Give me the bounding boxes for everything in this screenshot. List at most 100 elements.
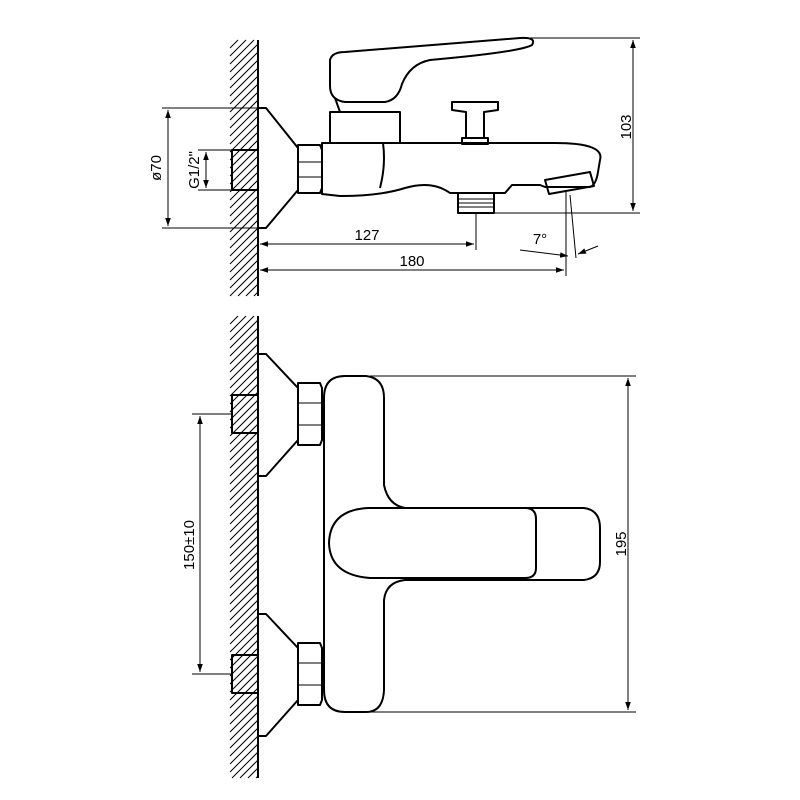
hatch-line	[229, 319, 259, 349]
hatch-line	[229, 695, 259, 725]
hatch-line	[229, 115, 259, 145]
dim-angle-label: 7°	[533, 231, 547, 248]
hatch-line	[229, 107, 259, 137]
hatch-line	[229, 591, 259, 621]
hatch-line	[229, 375, 259, 405]
hatch-line	[229, 439, 259, 469]
hatch-line	[229, 703, 259, 733]
hatch-line	[229, 51, 259, 81]
lever-handle-side	[329, 36, 535, 103]
front-view: 150±10 195	[181, 315, 636, 779]
hatch-line	[229, 195, 259, 225]
hatch-line	[229, 187, 259, 217]
hatch-line	[229, 259, 259, 289]
dim-spout-offset-label: 127	[354, 227, 379, 244]
hatch-line	[229, 663, 259, 693]
hatch-line	[229, 343, 259, 373]
hatch-line	[229, 211, 259, 241]
hatch-line	[229, 91, 259, 121]
hex-nut-top	[297, 144, 323, 194]
hatch-line	[229, 479, 259, 509]
hatch-line	[229, 227, 259, 257]
hatch-line	[229, 383, 259, 413]
hatch-line	[229, 243, 259, 273]
hatch-line	[229, 83, 259, 113]
hatch-line	[245, 283, 259, 297]
hatch-line	[229, 543, 259, 573]
hatch-line	[229, 671, 259, 701]
hatch-line	[229, 39, 255, 65]
hatch-line	[229, 583, 259, 613]
hatch-line	[229, 315, 255, 341]
hatch-line	[229, 519, 259, 549]
hatch-line	[229, 727, 259, 757]
hatch-line	[229, 171, 259, 201]
hatch-line	[229, 607, 259, 637]
hatch-line	[229, 463, 259, 493]
hatch-line	[229, 615, 259, 645]
hatch-line	[229, 315, 247, 333]
hatch-line	[247, 767, 259, 779]
dim-height-label: 103	[618, 114, 635, 139]
hatch-line	[229, 59, 259, 89]
hatch-line	[229, 99, 259, 129]
hatch-line	[229, 511, 259, 541]
hatch-line	[229, 203, 259, 233]
hatch-line	[229, 527, 259, 557]
escutcheon-upper	[258, 353, 299, 477]
hatch-line	[229, 67, 259, 97]
hatch-line	[229, 655, 259, 685]
hatch-line	[229, 335, 259, 365]
hatch-line	[229, 39, 239, 49]
hatch-line	[231, 751, 259, 779]
dim-total-length-label: 180	[399, 253, 424, 270]
diverter-knob	[451, 101, 499, 139]
hatch-line	[229, 391, 259, 421]
hatch-line	[229, 567, 259, 597]
dim-thread-label: G1/2"	[186, 151, 203, 189]
hatch-line	[229, 559, 259, 589]
cartridge	[329, 111, 401, 144]
hatch-line	[229, 123, 259, 153]
hatch-line	[229, 39, 247, 57]
mixer-body-front	[323, 375, 601, 713]
hatch-line	[229, 139, 259, 169]
lever-handle-front	[328, 507, 537, 579]
hex-nut-lower	[297, 642, 323, 706]
hatch-line	[229, 147, 259, 177]
hatch-line	[229, 503, 259, 533]
hatch-line	[229, 575, 259, 605]
hatch-line	[229, 415, 259, 445]
wall-hatching-top	[229, 39, 259, 297]
spout-outlet	[544, 171, 595, 195]
hatch-line	[229, 179, 259, 209]
hatch-line	[229, 75, 259, 105]
hatch-line	[229, 423, 259, 453]
hatch-line	[229, 447, 259, 477]
hatch-line	[229, 551, 259, 581]
hatch-line	[237, 275, 259, 297]
hatch-line	[229, 711, 259, 741]
hatch-line	[229, 599, 259, 629]
hatch-line	[229, 351, 259, 381]
hatch-line	[229, 399, 259, 429]
hatch-line	[229, 735, 259, 765]
hex-nut-upper	[297, 382, 323, 446]
hatch-line	[229, 647, 259, 677]
hatch-line	[229, 219, 259, 249]
escutcheon-lower	[258, 613, 299, 737]
side-view: ø70 G1/2" 103 127 180 7°	[148, 36, 640, 297]
hatch-line	[229, 235, 259, 265]
hatch-line	[229, 155, 259, 185]
hatch-line	[229, 131, 259, 161]
hatch-line	[229, 431, 259, 461]
hatch-line	[229, 719, 259, 749]
hatch-line	[229, 315, 239, 325]
hatch-line	[229, 535, 259, 565]
hatch-line	[229, 43, 259, 73]
hatch-line	[229, 487, 259, 517]
hatch-line	[229, 267, 259, 297]
mixer-body-side	[321, 142, 602, 197]
hatch-line	[229, 495, 259, 525]
